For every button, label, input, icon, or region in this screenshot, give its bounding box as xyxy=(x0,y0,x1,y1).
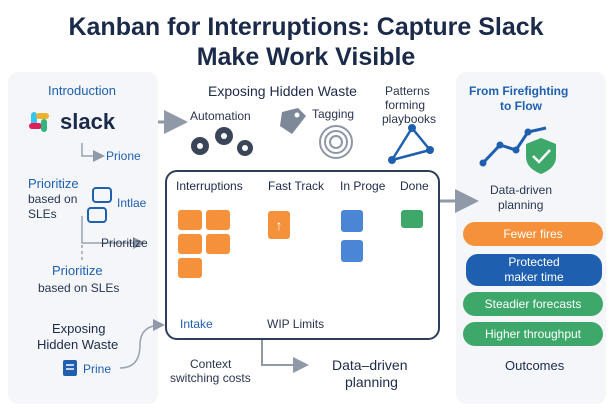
card-green[interactable] xyxy=(401,210,423,228)
automation-label: Automation xyxy=(190,109,251,123)
right-data-driven-1: Data-driven xyxy=(490,183,553,197)
based-on-label: based on xyxy=(28,192,78,206)
from-firefighting-label-1: From Firefighting xyxy=(469,84,569,98)
data-driven-label-1: Data–driven xyxy=(332,357,408,373)
document-icon xyxy=(63,360,77,376)
arrow-to-data-driven xyxy=(261,340,309,373)
outcomes-label: Outcomes xyxy=(505,358,565,373)
target-icon xyxy=(319,125,353,159)
context-label-2: switching costs xyxy=(170,371,251,385)
arrow-to-prione xyxy=(81,143,105,162)
tagging-label: Tagging xyxy=(312,107,355,121)
network-icon xyxy=(388,124,434,164)
context-label-1: Context xyxy=(190,357,232,371)
based-on-sles-label: based on SLEs xyxy=(38,281,120,295)
slack-logo-icon xyxy=(29,112,49,132)
kanban-board xyxy=(165,170,440,340)
card-orange[interactable] xyxy=(178,258,202,278)
pill-steadier-forecasts: Steadier forecasts xyxy=(463,292,603,316)
gears-icon xyxy=(191,127,253,156)
arrow-prine-to-intake xyxy=(119,319,165,369)
column-fast-track: Fast Track xyxy=(268,179,325,193)
sles-label: SLEs xyxy=(28,207,57,221)
card-orange[interactable] xyxy=(206,234,230,254)
intake-icon xyxy=(87,187,112,223)
arrow-to-prioritize xyxy=(81,216,145,249)
shield-icon xyxy=(526,138,556,174)
column-done: Done xyxy=(400,179,429,193)
introduction-label: Introduction xyxy=(48,83,116,98)
arrow-up-icon[interactable]: ↑ xyxy=(268,211,290,239)
data-driven-label-2: planning xyxy=(345,374,398,390)
right-data-driven-2: planning xyxy=(498,198,544,212)
column-interruptions: Interruptions xyxy=(176,179,243,193)
wip-limits-label: WIP Limits xyxy=(267,317,325,331)
exposing-hidden-waste-header: Exposing Hidden Waste xyxy=(208,83,357,99)
pill-protected-line-1: Protected xyxy=(508,255,560,269)
title-line-2: Make Work Visible xyxy=(196,43,416,71)
patterns-label-2: forming xyxy=(385,98,426,112)
card-orange[interactable] xyxy=(178,210,202,230)
prioritize-label-c: Prioritize xyxy=(52,263,103,278)
pill-protected-maker-time: Protected maker time xyxy=(466,254,602,286)
pill-protected-line-2: maker time xyxy=(504,270,564,284)
prione-label: Prione xyxy=(106,149,141,163)
intake-label: Intake xyxy=(180,317,213,331)
card-orange[interactable] xyxy=(178,234,202,254)
from-firefighting-label-2: to Flow xyxy=(500,99,542,113)
prine-label: Prine xyxy=(83,362,112,376)
tag-icon xyxy=(280,108,306,134)
pill-fewer-fires: Fewer fires xyxy=(463,222,603,246)
slack-logo-text: slack xyxy=(60,109,116,134)
pill-higher-throughput: Higher throughput xyxy=(463,322,603,346)
patterns-label-1: Patterns xyxy=(385,84,430,98)
card-blue[interactable] xyxy=(341,210,363,232)
intlae-label: Intlae xyxy=(117,196,147,210)
exposing-label: Exposing xyxy=(52,321,106,336)
column-in-progress: In Proge xyxy=(340,179,386,193)
prioritize-label-b: Prioritize xyxy=(101,236,148,250)
prioritize-label-a: Prioritize xyxy=(28,176,79,191)
hidden-waste-label: Hidden Waste xyxy=(37,337,119,352)
flow-chart-icon xyxy=(479,126,547,167)
patterns-label-3: playbooks xyxy=(382,112,437,126)
title-line-1: Kanban for Interruptions: Capture Slack xyxy=(68,13,544,41)
card-blue[interactable] xyxy=(341,240,363,262)
card-orange[interactable] xyxy=(206,210,230,230)
